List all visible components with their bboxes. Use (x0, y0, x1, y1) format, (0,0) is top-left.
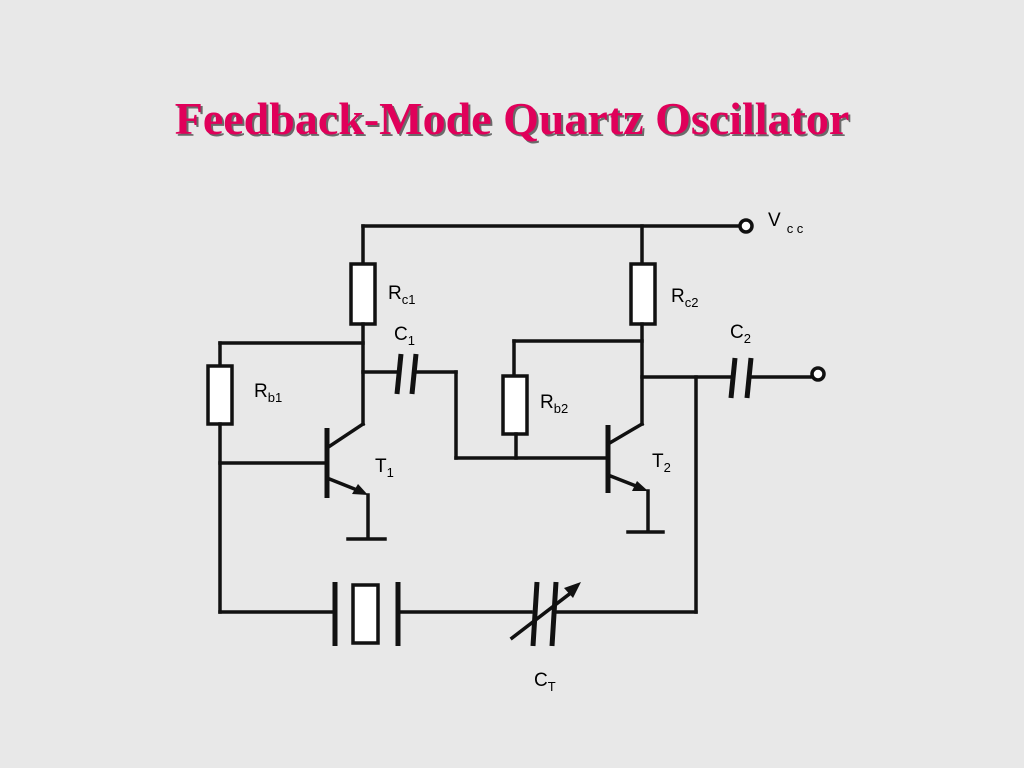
ct-trimmer-capacitor (509, 581, 698, 647)
t2-label: T2 (652, 451, 671, 475)
vcc-rail (361, 218, 754, 234)
t1-label: T1 (375, 456, 394, 480)
t2-transistor (605, 421, 665, 534)
ct-label: CT (534, 670, 556, 694)
rc2-resistor (629, 224, 657, 426)
rb1-resistor (206, 341, 365, 614)
c2-label: C2 (730, 322, 751, 346)
c1-label: C1 (394, 324, 415, 348)
c2-capacitor (640, 357, 826, 399)
vcc-terminal (738, 218, 754, 234)
rb2-resistor (501, 339, 644, 460)
feedback-wire (218, 375, 698, 614)
rb2-label: Rb2 (540, 392, 568, 416)
output-terminal (810, 366, 826, 382)
rc1-label: Rc1 (388, 283, 415, 307)
rc1-resistor (349, 224, 377, 426)
rb1-label: Rb1 (254, 381, 282, 405)
slide-title: Feedback-Mode Quartz Oscillator (174, 93, 850, 144)
rc2-label: Rc2 (671, 286, 698, 310)
t1-transistor (324, 421, 387, 541)
c1-capacitor (361, 353, 608, 460)
quartz-crystal (332, 582, 533, 646)
